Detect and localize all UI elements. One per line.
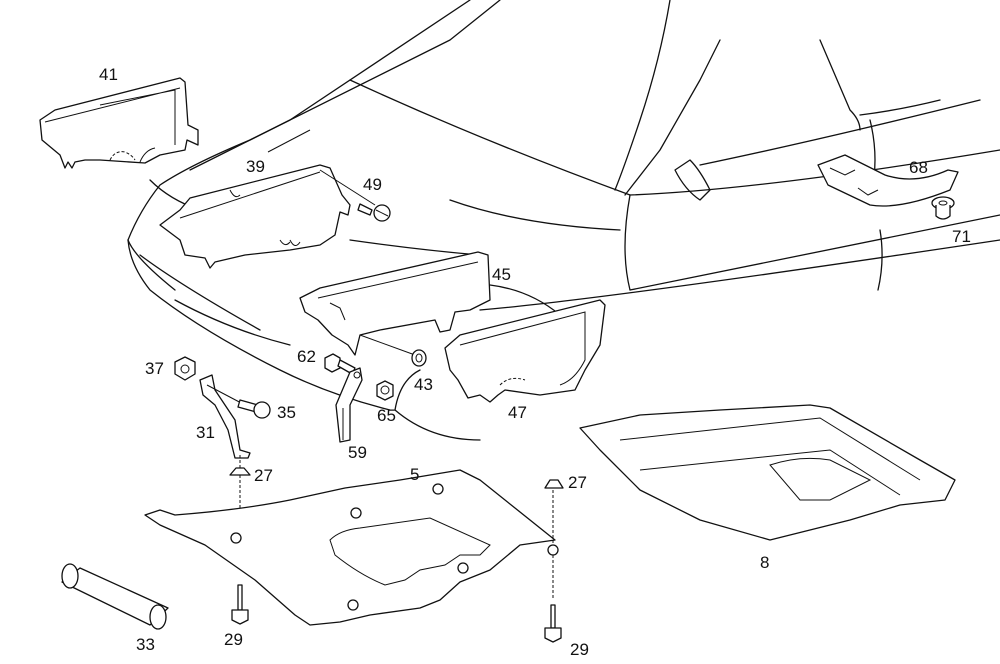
callout-59: 59	[348, 443, 367, 462]
callout-8: 8	[760, 553, 769, 572]
part-29-screw-left[interactable]	[231, 584, 249, 625]
part-62-bolt[interactable]	[324, 353, 356, 375]
part-45-panel[interactable]	[299, 251, 491, 356]
callout-47: 47	[508, 403, 527, 422]
callout-62: 62	[297, 347, 316, 366]
part-27-clip-right[interactable]	[544, 479, 564, 600]
part-37-nut[interactable]	[174, 356, 196, 381]
callout-43: 43	[414, 375, 433, 394]
callout-5: 5	[410, 465, 419, 484]
part-47-panel[interactable]	[444, 299, 606, 403]
callout-71: 71	[952, 227, 971, 246]
callout-39: 39	[246, 157, 265, 176]
callout-29-right: 29	[570, 640, 589, 659]
callout-31: 31	[196, 423, 215, 442]
part-39-panel[interactable]	[159, 164, 351, 269]
callout-65: 65	[377, 406, 396, 425]
part-71-nut[interactable]	[931, 196, 955, 220]
part-43-washer[interactable]	[359, 334, 427, 367]
part-5-underbody-panel[interactable]	[144, 469, 559, 626]
part-35-bolt[interactable]	[237, 399, 271, 419]
part-68-panel[interactable]	[817, 154, 959, 207]
callout-68: 68	[909, 158, 928, 177]
callout-45: 45	[492, 265, 511, 284]
car-body-outline	[127, 0, 1000, 441]
callout-33: 33	[136, 635, 155, 654]
part-59-strap[interactable]	[335, 367, 363, 443]
part-29-screw-right[interactable]	[544, 604, 562, 643]
callout-29-left: 29	[224, 630, 243, 649]
callout-27-right: 27	[568, 473, 587, 492]
part-65-nut[interactable]	[376, 380, 394, 401]
callout-37: 37	[145, 359, 164, 378]
part-8-underbody-panel[interactable]	[579, 404, 956, 541]
part-49-bolt[interactable]	[319, 169, 391, 222]
callout-27-left: 27	[254, 466, 273, 485]
callout-49: 49	[363, 175, 382, 194]
part-33-tube[interactable]	[61, 563, 169, 630]
part-31-bracket[interactable]	[199, 374, 251, 459]
callout-41: 41	[99, 65, 118, 84]
callout-35: 35	[277, 403, 296, 422]
part-41-panel[interactable]	[39, 77, 199, 169]
leader-39	[267, 129, 311, 153]
